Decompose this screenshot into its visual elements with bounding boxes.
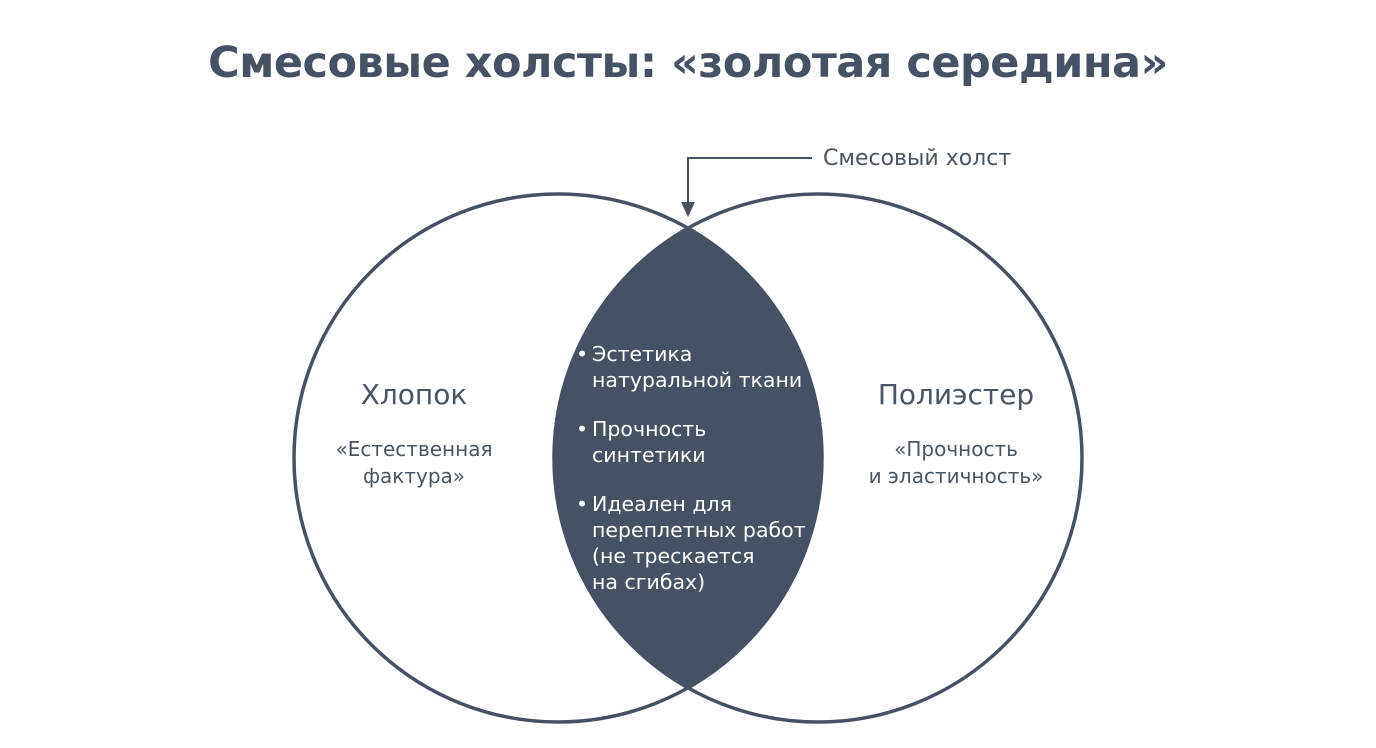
bullet-icon: •: [576, 492, 589, 516]
right-set-description-line: «Прочность: [894, 437, 1018, 461]
list-item: • Прочность синтетики: [574, 416, 824, 468]
list-item: • Эстетика натуральной ткани: [574, 341, 824, 393]
right-set-description: «Прочность и эластичность»: [836, 436, 1076, 490]
list-item-line: переплетных работ: [592, 518, 806, 542]
page-title: Смесовые холсты: «золотая середина»: [208, 38, 1168, 88]
callout-arrow-icon: [681, 202, 695, 217]
list-item-line: Прочность: [592, 417, 707, 441]
left-set-title: Хлопок: [360, 378, 468, 411]
list-item-line: на сгибах): [592, 570, 706, 594]
left-set-description: «Естественная фактура»: [304, 436, 524, 490]
list-item-line: синтетики: [592, 443, 706, 467]
bullet-icon: •: [576, 342, 589, 366]
right-set-title: Полиэстер: [877, 378, 1035, 411]
right-circle: [552, 192, 1084, 724]
callout-label: Смесовый холст: [823, 146, 1012, 171]
bullet-icon: •: [576, 417, 589, 441]
right-set-description-line: и эластичность»: [868, 464, 1044, 488]
left-set-description-line: «Естественная: [335, 437, 493, 461]
list-item: • Идеален для переплетных работ (не трес…: [574, 491, 824, 595]
list-item-line: Идеален для: [592, 492, 732, 516]
list-item-line: (не трескается: [592, 544, 755, 568]
callout-connector: [687, 157, 812, 205]
intersection-area: [554, 194, 822, 722]
list-item-line: натуральной ткани: [592, 368, 803, 392]
intersection-list: • Эстетика натуральной ткани • Прочность…: [574, 341, 824, 618]
list-item-line: Эстетика: [592, 342, 693, 366]
left-circle: [292, 192, 824, 724]
left-set-description-line: фактура»: [362, 464, 466, 488]
